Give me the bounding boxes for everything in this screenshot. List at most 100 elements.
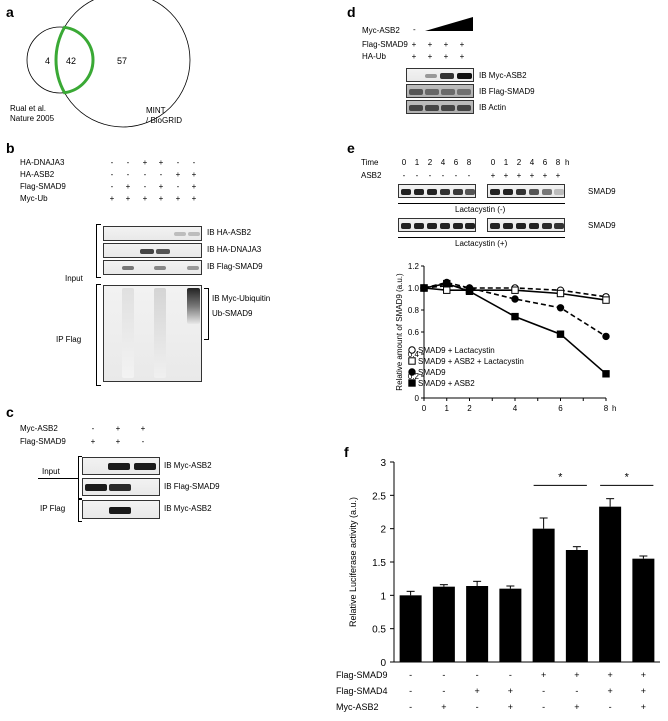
b-row-label: Myc-Ub xyxy=(20,194,48,203)
point-3-3 xyxy=(511,312,519,321)
y-tick-label: 1 xyxy=(380,591,386,602)
asb2-sign-right: + xyxy=(516,171,522,180)
asb2-sign-left: - xyxy=(428,171,432,180)
time-tick-left: 6 xyxy=(453,158,459,167)
legend-marker-0 xyxy=(408,346,416,354)
venn-left-name-2: Nature 2005 xyxy=(10,114,55,123)
bar-1 xyxy=(399,595,422,662)
b-sign: - xyxy=(110,158,114,167)
y-axis-label: Relative Luciferase activity (a.u.) xyxy=(348,497,358,627)
panel-c-input-bracket xyxy=(78,456,82,499)
panel-c-ip-bracket xyxy=(78,499,82,522)
legend-marker-1 xyxy=(408,357,416,365)
ib-c-ip-myc-asb2: IB Myc-ASB2 xyxy=(164,504,212,513)
venn-overlap-highlight xyxy=(54,25,95,95)
blot-d-flag-smad9 xyxy=(406,84,474,98)
y-tick-label: 1.2 xyxy=(408,262,420,271)
f-sign: + xyxy=(441,702,447,712)
time-tick-left: 1 xyxy=(414,158,420,167)
b-sign: - xyxy=(176,158,180,167)
y-tick-label: 0.6 xyxy=(408,328,420,337)
point-3-0 xyxy=(420,284,428,292)
b-sign: + xyxy=(109,194,115,203)
panel-e-lac-minus: Lactacystin (-) xyxy=(455,205,506,214)
ib-b-ha-asb2: IB HA-ASB2 xyxy=(207,228,252,237)
asb2-sign-right: + xyxy=(490,171,496,180)
f-sign: - xyxy=(542,702,546,712)
f-sign: - xyxy=(409,686,413,696)
point-1-1 xyxy=(443,286,451,294)
ib-d-myc-asb2: IB Myc-ASB2 xyxy=(479,71,527,80)
point-3-1 xyxy=(443,279,451,288)
b-sign: - xyxy=(176,182,180,191)
series-line-3 xyxy=(423,282,607,375)
panel-label-f: f xyxy=(344,444,349,460)
panel-b-ub-bracket xyxy=(204,288,209,340)
blot-b-flag-smad9 xyxy=(103,260,202,275)
asb2-sign-right: + xyxy=(542,171,548,180)
y-tick-label: 2.5 xyxy=(372,491,386,502)
panel-b-ip-label: IP Flag xyxy=(56,335,82,344)
y-tick-label: 3 xyxy=(380,458,386,469)
series-line-2 xyxy=(423,281,607,338)
time-tick-right: 4 xyxy=(529,158,535,167)
time-tick-left: 0 xyxy=(401,158,407,167)
f-sign: - xyxy=(409,702,413,712)
b-sign: + xyxy=(158,194,164,203)
asb2-sign-left: - xyxy=(441,171,445,180)
d-sign: + xyxy=(443,40,449,49)
time-tick-right: 2 xyxy=(516,158,522,167)
panel-label-b: b xyxy=(6,140,15,156)
f-row-label: Flag-SMAD9 xyxy=(336,670,388,680)
f-sign: - xyxy=(542,686,546,696)
blot-e-smad9-ctrl xyxy=(398,184,476,198)
series-line-0 xyxy=(423,284,607,298)
blot-c-input-myc-asb2 xyxy=(82,457,160,475)
f-row-label: Flag-SMAD4 xyxy=(336,686,388,696)
y-tick-label: 0 xyxy=(415,394,420,403)
panel-label-c: c xyxy=(6,404,14,420)
panel-e-lac-plus: Lactacystin (+) xyxy=(455,239,508,248)
b-sign: + xyxy=(125,194,131,203)
d-sign: + xyxy=(459,52,465,61)
legend-marker-3 xyxy=(408,379,416,387)
panel-c-input-underline xyxy=(38,478,78,479)
panel-e-lac-minus-line xyxy=(398,203,565,204)
point-1-3 xyxy=(511,286,519,294)
asb2-sign-right: + xyxy=(503,171,509,180)
point-1-4 xyxy=(556,289,565,298)
panel-label-a: a xyxy=(6,4,14,20)
b-sign: + xyxy=(191,182,197,191)
panel-b-input-label: Input xyxy=(65,274,83,283)
b-sign: - xyxy=(143,182,147,191)
panel-e-lac-plus-line xyxy=(398,237,565,238)
panel-e-time-unit: h xyxy=(565,158,570,167)
b-sign: - xyxy=(126,158,130,167)
panel-c-ip-label: IP Flag xyxy=(40,504,66,513)
bar-8 xyxy=(632,558,655,662)
venn-diagram xyxy=(26,0,191,128)
ib-b-flag-smad9: IB Flag-SMAD9 xyxy=(207,262,263,271)
c-row-label: Myc-ASB2 xyxy=(20,424,58,433)
blot-c-ip-myc-asb2 xyxy=(82,500,160,519)
venn-right-count: 57 xyxy=(117,56,128,66)
c-row-label: Flag-SMAD9 xyxy=(20,437,66,446)
f-sign: + xyxy=(474,686,480,696)
y-tick-label: 2 xyxy=(380,525,386,536)
f-sign: + xyxy=(574,702,580,712)
b-sign: + xyxy=(158,182,164,191)
y-tick-label: 0.2 xyxy=(408,372,420,381)
time-tick-right: 6 xyxy=(542,158,548,167)
venn-right-name-1: MINT xyxy=(146,106,166,115)
series-line-1 xyxy=(423,287,607,301)
f-sign: + xyxy=(507,686,513,696)
f-sign: - xyxy=(442,670,446,680)
ib-b-myc-ubiquitin: IB Myc-Ubiquitin xyxy=(212,294,271,303)
d-sign: + xyxy=(427,40,433,49)
ib-c-flag-smad9: IB Flag-SMAD9 xyxy=(164,482,220,491)
x-tick-label: 8 xyxy=(604,404,609,413)
b-sign: - xyxy=(159,170,163,179)
panel-d-dose-wedge xyxy=(425,17,473,31)
x-tick-label: 0 xyxy=(422,404,427,413)
blot-b-ha-dnaja3 xyxy=(103,243,202,258)
